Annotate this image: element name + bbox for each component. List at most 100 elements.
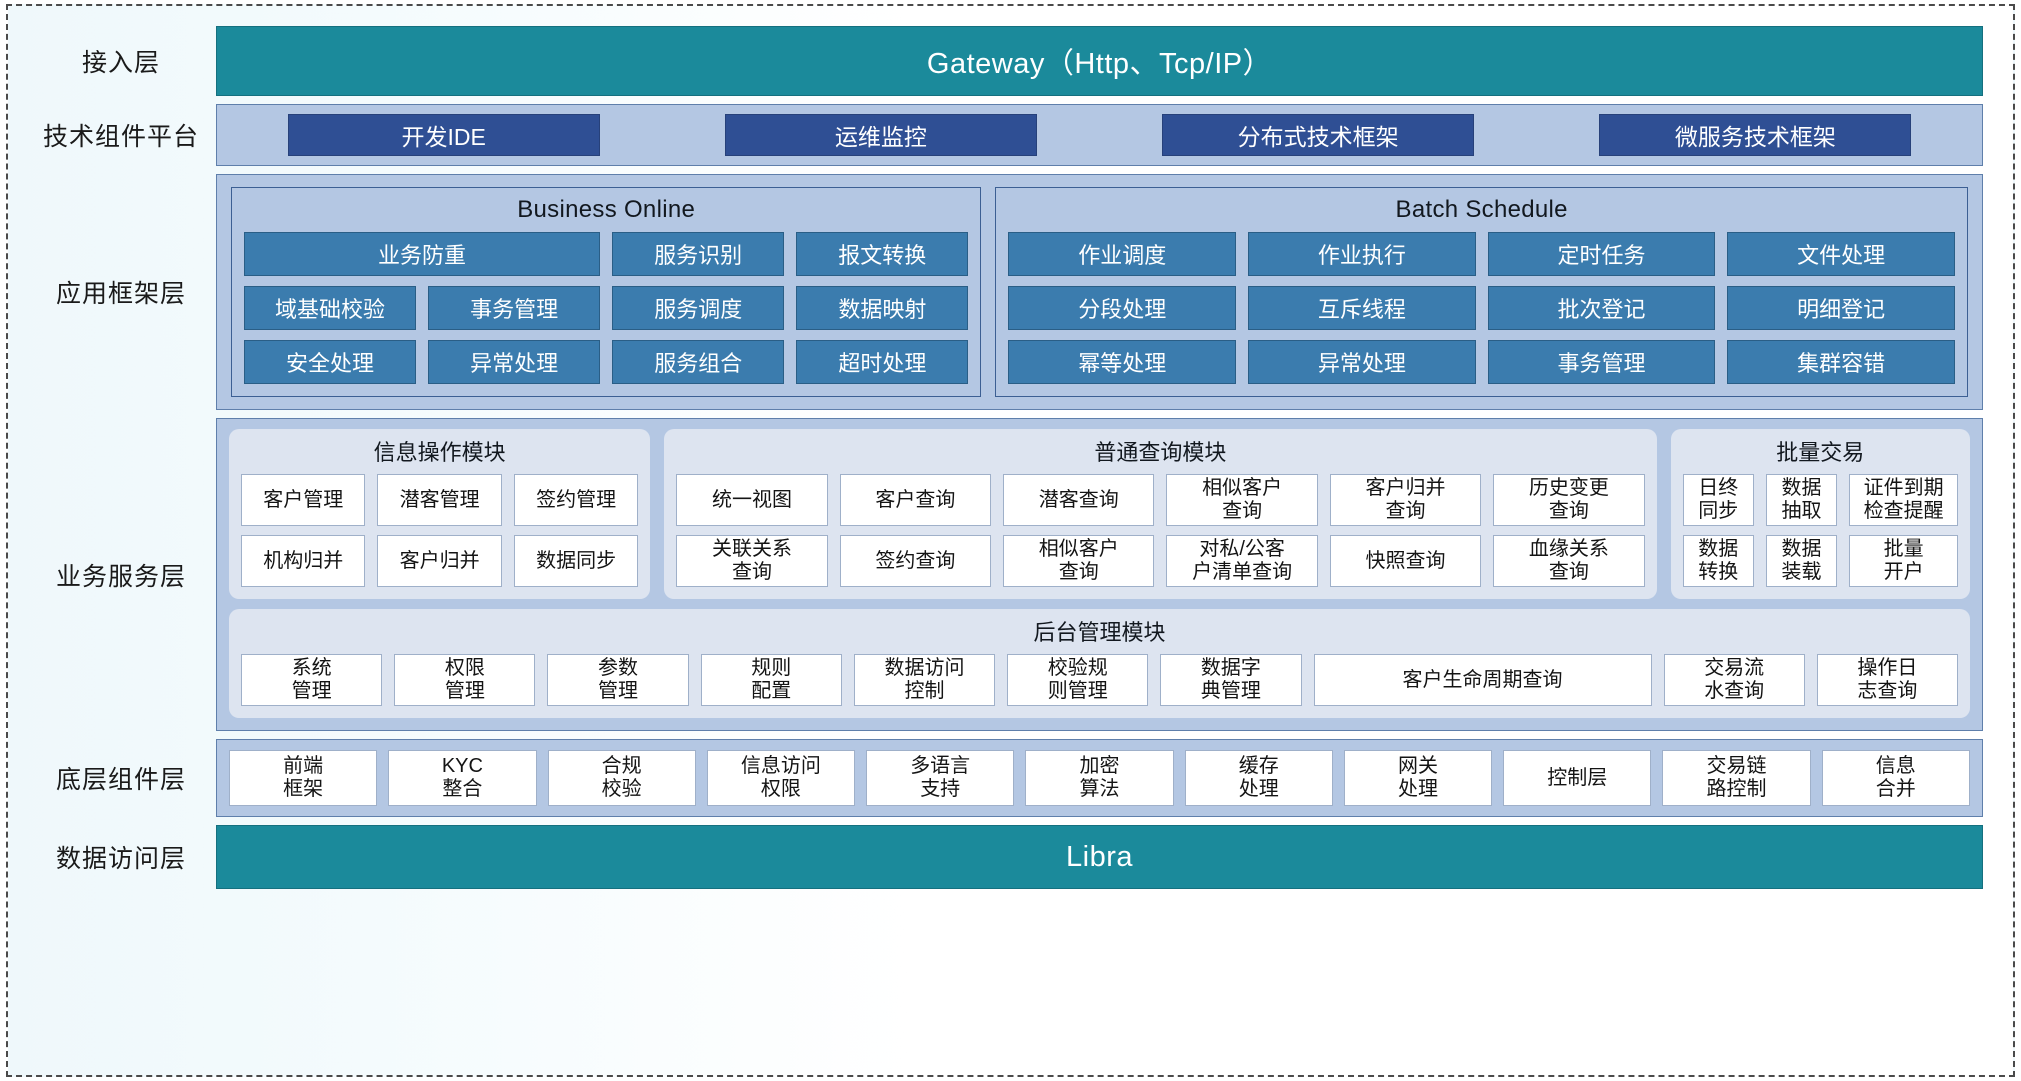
white-row: 客户管理 潜客管理 签约管理 — [241, 474, 639, 526]
cell-info-access-permission[interactable]: 信息访问权限 — [706, 750, 856, 806]
cell-domain-validation[interactable]: 域基础校验 — [244, 286, 417, 330]
tech-chip-ops-monitor[interactable]: 运维监控 — [724, 114, 1037, 156]
cell-detail-registration[interactable]: 明细登记 — [1727, 286, 1955, 330]
cell-data-mapping[interactable]: 数据映射 — [796, 286, 969, 330]
tech-chip-distributed-framework[interactable]: 分布式技术框架 — [1162, 114, 1475, 156]
cell-parameter-mgmt[interactable]: 参数管理 — [547, 654, 689, 706]
cell-operation-log-query[interactable]: 操作日志查询 — [1816, 654, 1959, 706]
cell-validation-rule-mgmt[interactable]: 校验规则管理 — [1007, 654, 1149, 706]
cell-contract-query[interactable]: 签约查询 — [839, 535, 992, 587]
cell-data-transform[interactable]: 数据转换 — [1682, 535, 1754, 587]
cell-prospect-mgmt[interactable]: 潜客管理 — [377, 474, 502, 526]
white-row: 数据转换 数据装载 批量开户 — [1682, 535, 1959, 587]
cell-permission-mgmt[interactable]: 权限管理 — [394, 654, 536, 706]
cell-job-execution[interactable]: 作业执行 — [1248, 232, 1476, 276]
cell-batch-account-open[interactable]: 批量开户 — [1849, 535, 1959, 587]
white-row: 日终同步 数据抽取 证件到期检查提醒 — [1682, 474, 1959, 526]
layer-body-business-service: 信息操作模块 客户管理 潜客管理 签约管理 机构归并 客户归并 数据同步 — [216, 418, 1983, 731]
cell-similar-customer-query-2[interactable]: 相似客户查询 — [1003, 535, 1155, 587]
white-row: 机构归并 客户归并 数据同步 — [241, 535, 639, 587]
module-title-info-operation: 信息操作模块 — [373, 440, 506, 465]
cell-unified-view[interactable]: 统一视图 — [676, 474, 828, 526]
layer-label-base-components: 底层组件层 — [55, 766, 186, 794]
cell-message-transform[interactable]: 报文转换 — [796, 232, 969, 276]
cell-mutex-thread[interactable]: 互斥线程 — [1248, 286, 1476, 330]
cell-lineage-query[interactable]: 血缘关系查询 — [1493, 535, 1645, 587]
cell-data-load[interactable]: 数据装载 — [1765, 535, 1838, 587]
cell-private-public-list-query[interactable]: 对私/公客户清单查询 — [1166, 535, 1318, 587]
cell-info-merge[interactable]: 信息合并 — [1821, 750, 1970, 806]
cell-transaction-log-query[interactable]: 交易流水查询 — [1663, 654, 1805, 706]
cell-security-processing[interactable]: 安全处理 — [244, 340, 417, 384]
white-row: 系统管理 权限管理 参数管理 规则配置 数据访问控制 校验规则管理 数据字典管理… — [241, 654, 1959, 706]
cell-row: 幂等处理 异常处理 事务管理 集群容错 — [1008, 340, 1955, 384]
cell-frontend-framework[interactable]: 前端框架 — [229, 750, 378, 806]
cell-idempotent-processing[interactable]: 幂等处理 — [1008, 340, 1237, 384]
cell-gateway-processing[interactable]: 网关处理 — [1343, 750, 1493, 806]
cell-multilingual-support[interactable]: 多语言支持 — [866, 750, 1015, 806]
cell-row: 业务防重 服务识别 报文转换 — [244, 232, 969, 276]
layer-data-access: 数据访问层 Libra — [26, 825, 1983, 889]
cell-cluster-fault-tolerance[interactable]: 集群容错 — [1727, 340, 1955, 384]
cell-exception-handling[interactable]: 异常处理 — [428, 340, 601, 384]
cell-batch-transaction-mgmt[interactable]: 事务管理 — [1487, 340, 1716, 384]
cell-segmented-processing[interactable]: 分段处理 — [1008, 286, 1237, 330]
cell-id-expiry-reminder[interactable]: 证件到期检查提醒 — [1849, 474, 1959, 526]
cell-system-mgmt[interactable]: 系统管理 — [241, 654, 383, 706]
cell-history-change-query[interactable]: 历史变更查询 — [1493, 474, 1645, 526]
cell-control-layer[interactable]: 控制层 — [1503, 750, 1652, 806]
business-service-panel: 信息操作模块 客户管理 潜客管理 签约管理 机构归并 客户归并 数据同步 — [216, 418, 1983, 731]
cell-data-extract[interactable]: 数据抽取 — [1765, 474, 1838, 526]
batch-schedule-cells: 作业调度 作业执行 定时任务 文件处理 分段处理 互斥线程 批次登记 明细登记 — [1008, 232, 1955, 384]
cell-customer-merge[interactable]: 客户归并 — [377, 535, 502, 587]
module-batch-transaction: 批量交易 日终同步 数据抽取 证件到期检查提醒 数据转换 数据装载 批量开户 — [1670, 429, 1970, 599]
libra-bar[interactable]: Libra — [216, 825, 1983, 889]
layer-app-framework: 应用框架层 Business Online 业务防重 服务识别 报文转换 — [26, 174, 1983, 410]
cell-business-dedup[interactable]: 业务防重 — [244, 232, 600, 276]
tech-chip-ide[interactable]: 开发IDE — [287, 114, 600, 156]
cell-data-access-control[interactable]: 数据访问控制 — [853, 654, 996, 706]
cell-contract-mgmt[interactable]: 签约管理 — [513, 474, 639, 526]
cell-file-processing[interactable]: 文件处理 — [1727, 232, 1955, 276]
cell-relation-query[interactable]: 关联关系查询 — [676, 535, 828, 587]
cell-cache-processing[interactable]: 缓存处理 — [1184, 750, 1333, 806]
cell-timeout-handling[interactable]: 超时处理 — [796, 340, 969, 384]
cell-service-dispatch[interactable]: 服务调度 — [612, 286, 785, 330]
cell-org-merge[interactable]: 机构归并 — [241, 535, 366, 587]
tech-platform-panel: 开发IDE 运维监控 分布式技术框架 微服务技术框架 — [216, 104, 1983, 166]
cell-similar-customer-query[interactable]: 相似客户查询 — [1166, 474, 1318, 526]
cell-encryption-algorithm[interactable]: 加密算法 — [1025, 750, 1174, 806]
cell-snapshot-query[interactable]: 快照查询 — [1329, 535, 1482, 587]
cell-data-sync[interactable]: 数据同步 — [513, 535, 639, 587]
cell-job-scheduling[interactable]: 作业调度 — [1008, 232, 1237, 276]
tech-chip-microservice-framework[interactable]: 微服务技术框架 — [1599, 114, 1912, 156]
cell-transaction-chain-control[interactable]: 交易链路控制 — [1662, 750, 1811, 806]
cell-service-composition[interactable]: 服务组合 — [612, 340, 785, 384]
cell-eod-sync[interactable]: 日终同步 — [1682, 474, 1754, 526]
cell-service-identify[interactable]: 服务识别 — [612, 232, 785, 276]
group-title-batch-schedule: Batch Schedule — [1395, 196, 1568, 223]
layer-label-business-service: 业务服务层 — [55, 562, 186, 591]
cell-transaction-mgmt[interactable]: 事务管理 — [428, 286, 601, 330]
app-framework-panel: Business Online 业务防重 服务识别 报文转换 域基础校验 事务管… — [216, 174, 1983, 410]
module-general-query: 普通查询模块 统一视图 客户查询 潜客查询 相似客户查询 客户归并查询 历史变更… — [664, 429, 1657, 599]
group-batch-schedule: Batch Schedule 作业调度 作业执行 定时任务 文件处理 分段处理 — [995, 187, 1968, 397]
cell-prospect-query[interactable]: 潜客查询 — [1003, 474, 1155, 526]
cell-data-dictionary-mgmt[interactable]: 数据字典管理 — [1160, 654, 1302, 706]
group-business-online: Business Online 业务防重 服务识别 报文转换 域基础校验 事务管… — [231, 187, 982, 397]
cell-batch-exception-handling[interactable]: 异常处理 — [1248, 340, 1476, 384]
gateway-bar[interactable]: Gateway（Http、Tcp/IP） — [216, 26, 1983, 96]
cell-customer-query[interactable]: 客户查询 — [839, 474, 992, 526]
cell-rule-config[interactable]: 规则配置 — [700, 654, 842, 706]
cell-customer-mgmt[interactable]: 客户管理 — [241, 474, 366, 526]
module-title-batch-transaction: 批量交易 — [1776, 440, 1865, 465]
cell-timed-task[interactable]: 定时任务 — [1487, 232, 1716, 276]
cell-compliance-check[interactable]: 合规校验 — [547, 750, 696, 806]
cell-batch-registration[interactable]: 批次登记 — [1487, 286, 1716, 330]
cell-row: 分段处理 互斥线程 批次登记 明细登记 — [1008, 286, 1955, 330]
cell-customer-lifecycle-query[interactable]: 客户生命周期查询 — [1313, 654, 1652, 706]
cell-customer-merge-query[interactable]: 客户归并查询 — [1329, 474, 1482, 526]
layer-body-tech-platform: 开发IDE 运维监控 分布式技术框架 微服务技术框架 — [216, 104, 1983, 166]
